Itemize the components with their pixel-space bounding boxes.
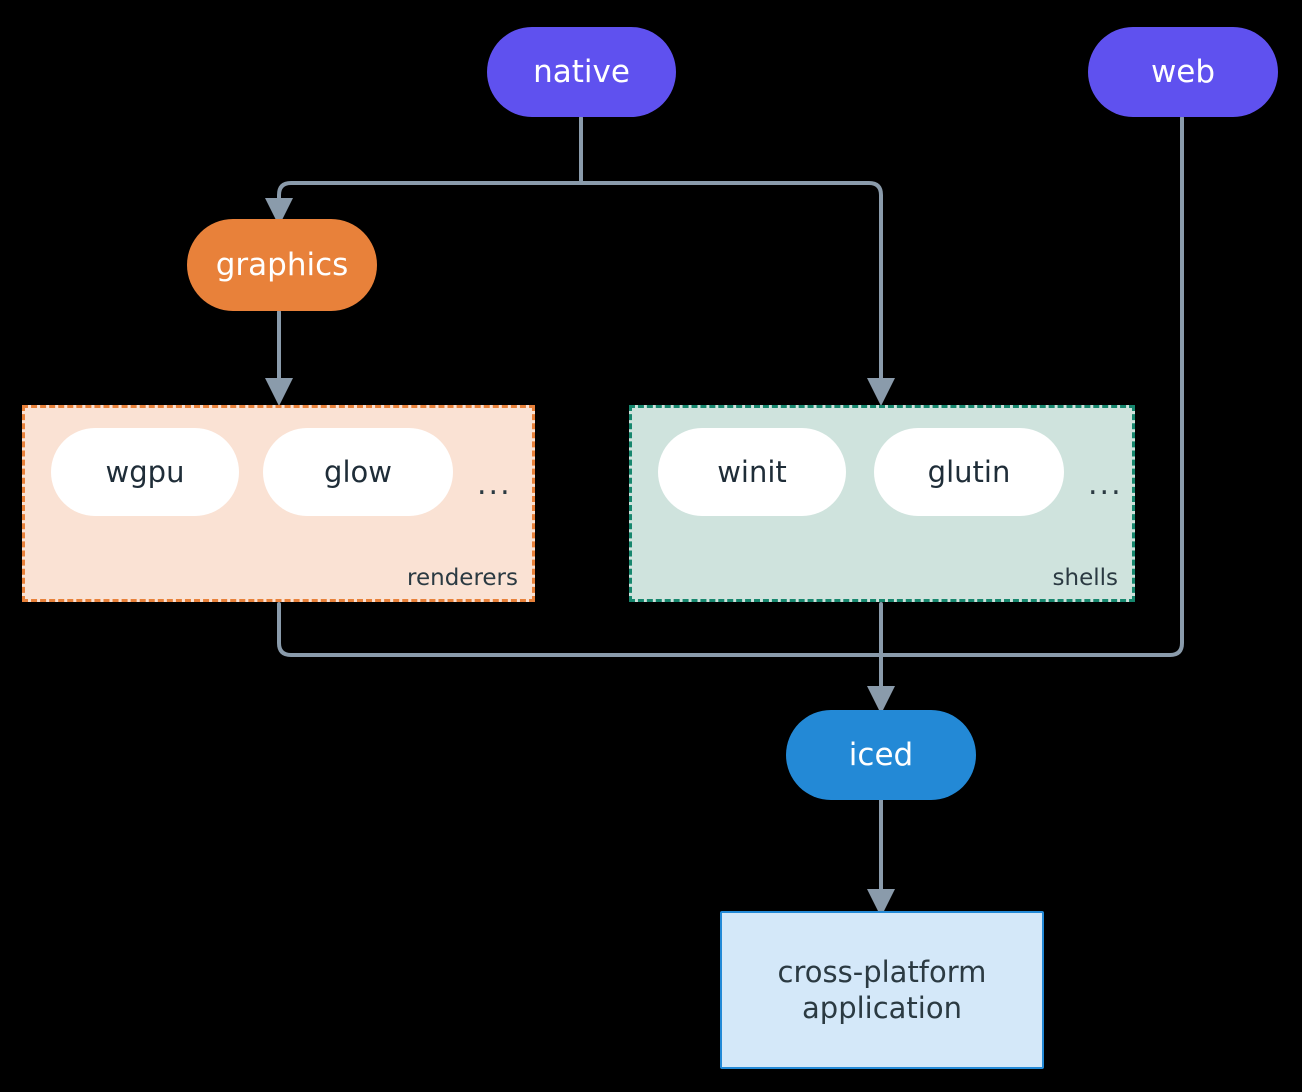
edge-renderers-to-iced [277,602,883,657]
leaf-glutin-label: glutin [927,455,1011,489]
edge-native-to-shells [579,181,895,406]
node-native-label: native [533,53,630,90]
group-renderers-label: renderers [407,565,518,591]
node-application-line1: cross-platform [777,954,987,989]
node-application-line2: application [802,991,962,1025]
node-iced[interactable]: iced [786,710,976,800]
shells-more-ellipsis: ... [1088,467,1123,502]
node-web[interactable]: web [1088,27,1278,117]
leaf-wgpu[interactable]: wgpu [51,428,239,516]
leaf-glutin[interactable]: glutin [874,428,1064,516]
node-iced-label: iced [848,736,914,773]
group-shells: winit glutin ... shells [629,405,1135,602]
leaf-glow[interactable]: glow [263,428,453,516]
node-web-label: web [1150,53,1216,90]
node-native[interactable]: native [487,27,676,117]
node-graphics-label: graphics [215,246,349,283]
leaf-winit-label: winit [717,455,787,489]
node-application[interactable]: cross-platform application [720,911,1044,1069]
leaf-winit[interactable]: winit [658,428,846,516]
group-renderers: wgpu glow ... renderers [22,405,535,602]
leaf-wgpu-label: wgpu [105,455,185,489]
leaf-glow-label: glow [324,455,392,489]
renderers-more-ellipsis: ... [477,467,512,502]
group-shells-label: shells [1052,565,1118,591]
edge-native-to-graphics [265,181,583,226]
node-graphics[interactable]: graphics [187,219,377,311]
